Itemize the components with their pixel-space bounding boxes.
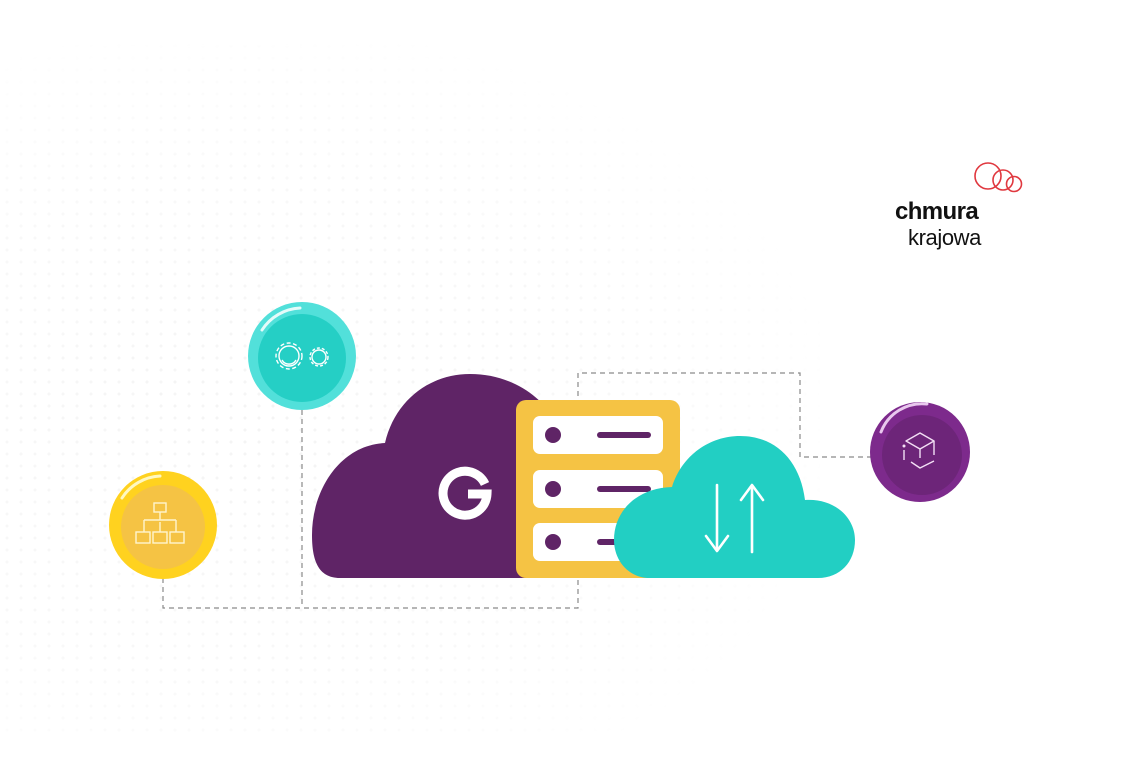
transfer-cloud xyxy=(614,436,855,578)
google-g-icon xyxy=(438,466,492,520)
background-texture xyxy=(0,40,820,740)
up-down-arrows-icon xyxy=(704,483,765,554)
cube-icon xyxy=(902,432,935,469)
main-cloud xyxy=(312,374,555,578)
org-chart-icon xyxy=(135,502,185,544)
hierarchy-node xyxy=(109,471,217,579)
connector-lines xyxy=(162,372,872,609)
logo-rings-icon xyxy=(974,162,1023,193)
package-node xyxy=(870,402,970,502)
logo-text-chmura: chmura xyxy=(895,198,979,225)
gears-icon xyxy=(275,342,329,370)
chmura-krajowa-logo: chmura krajowa xyxy=(893,160,1043,260)
gears-node xyxy=(248,302,356,410)
logo-text-krajowa: krajowa xyxy=(908,225,982,250)
